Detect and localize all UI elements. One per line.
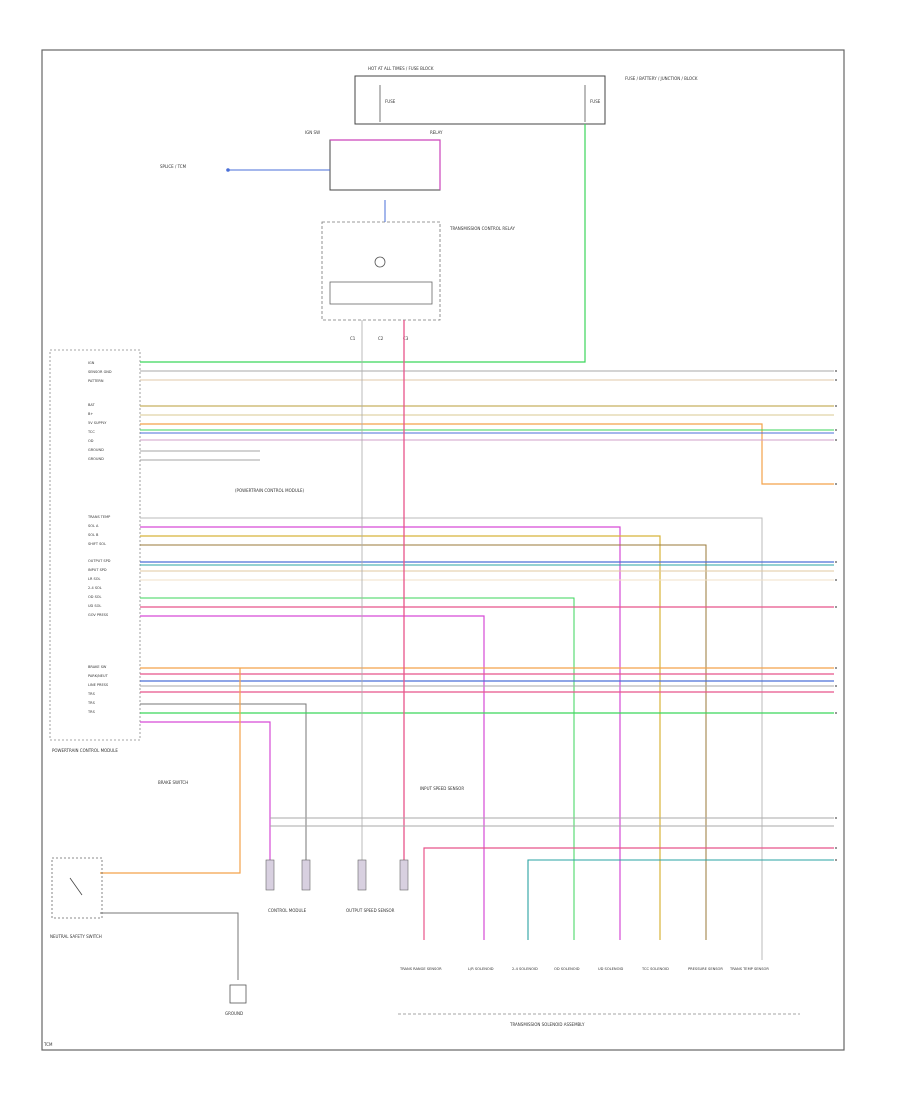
pin-label: GROUND	[88, 457, 104, 461]
splice-left-label: SPLICE / TCM	[160, 164, 187, 169]
neutral-switch-label: NEUTRAL SAFETY SWITCH	[50, 934, 102, 939]
wire-teal-lower	[527, 859, 834, 940]
pin-label: OUTPUT SPD	[88, 559, 111, 563]
wire	[140, 597, 575, 940]
pin-label: TRANS TEMP	[87, 515, 110, 519]
neutral-switch-box	[51, 857, 103, 919]
c1-label: C1	[350, 336, 356, 341]
pin-label: TRS	[87, 701, 96, 705]
trans-relay-box	[321, 221, 441, 321]
pin-label: SENSOR GND	[88, 370, 112, 374]
control-module-label: CONTROL MODULE	[268, 908, 307, 913]
wire-brown	[140, 544, 707, 940]
pin-label: LINE PRESS	[88, 683, 109, 687]
pin-label: SOL B	[88, 533, 99, 537]
fuse-right-label: FUSE / BATTERY / JUNCTION / BLOCK	[625, 76, 698, 81]
pin-label: TRS	[87, 692, 96, 696]
pin-label: TRS	[87, 710, 96, 714]
fuse-block	[354, 75, 606, 125]
bottom-label: TCC SOLENOID	[641, 967, 669, 971]
input-speed-label: INPUT SPEED SENSOR	[420, 786, 464, 791]
fuse1-label: FUSE	[385, 99, 396, 104]
pin-label: GROUND	[88, 448, 104, 452]
pin-label: 2-4 SOL	[88, 586, 102, 590]
wire-orange	[140, 423, 834, 485]
bottom-label: PRESSURE SENSOR	[688, 967, 723, 971]
wire-magenta-3	[140, 721, 271, 870]
pin-label: SHIFT SOL	[88, 542, 106, 546]
fuse2-label: FUSE	[590, 99, 601, 104]
pin-label: OD	[88, 439, 94, 443]
pin-label: GOV PRESS	[88, 613, 109, 617]
c2-label: C2	[378, 336, 384, 341]
output-speed-label: OUTPUT SPEED SENSOR	[346, 908, 395, 913]
ground-connector	[229, 984, 247, 1004]
ground-label: GROUND	[225, 1011, 243, 1016]
relay-left-label: IGN SW	[305, 130, 320, 135]
pin-label: 5V SUPPLY	[88, 421, 107, 425]
pin-label: IGN	[88, 361, 95, 365]
assembly-note: TRANSMISSION SOLENOID ASSEMBLY	[509, 1022, 585, 1027]
relay-box	[329, 139, 441, 191]
outer-frame	[41, 49, 845, 1051]
trans-relay-label: TRANSMISSION CONTROL RELAY	[449, 226, 515, 231]
wire-orange-2	[100, 668, 241, 874]
pin-label: OD SOL	[88, 595, 102, 599]
pin-label: LR SOL	[88, 577, 100, 581]
bottom-label: L/R SOLENOID	[468, 967, 494, 971]
tcm-small-label: TCM	[43, 1042, 53, 1047]
pin-label: SOL A	[88, 524, 99, 528]
pcm-label: POWERTRAIN CONTROL MODULE	[52, 748, 118, 753]
bottom-label: UD SOLENOID	[598, 967, 623, 971]
bottom-label: OD SOLENOID	[554, 967, 580, 971]
wire-magenta-2	[140, 615, 485, 940]
pin-label: BRAKE SW	[88, 665, 107, 669]
pcm-pin-labels: IGN SENSOR GND PATTERN BAT B+ 5V SUPPLY …	[87, 361, 112, 714]
wire	[140, 517, 763, 960]
pin-label: INPUT SPD	[88, 568, 107, 572]
pin-label: B+	[88, 412, 93, 416]
wire-green-main	[140, 124, 586, 363]
pin-label: BAT	[88, 403, 96, 407]
pin-label: PARK/NEUT	[88, 674, 109, 678]
wire	[100, 912, 239, 980]
brake-switch-label: BRAKE SWITCH	[158, 780, 188, 785]
pin-label: PATTERN	[88, 379, 104, 383]
bottom-label: TRANS RANGE SENSOR	[399, 967, 442, 971]
pin-label: TCC	[87, 430, 95, 434]
relay-right-label: RELAY	[430, 130, 443, 135]
block-note: (POWERTRAIN CONTROL MODULE)	[235, 488, 305, 493]
c3-label: C3	[403, 336, 409, 341]
bottom-label: TRANS TEMP SENSOR	[729, 967, 769, 971]
wire-magenta	[140, 526, 621, 940]
fuse-block-label: HOT AT ALL TIMES / FUSE BLOCK	[368, 66, 434, 71]
wire	[140, 703, 307, 870]
pin-label: UD SOL	[88, 604, 101, 608]
bottom-component-labels: TRANS RANGE SENSOR L/R SOLENOID 2-4 SOLE…	[399, 967, 769, 971]
lower-connectors	[265, 859, 409, 891]
wire-yellow	[140, 535, 661, 940]
right-terminals	[835, 370, 837, 861]
bottom-label: 2-4 SOLENOID	[512, 967, 538, 971]
wire-pink-lower	[423, 847, 834, 940]
